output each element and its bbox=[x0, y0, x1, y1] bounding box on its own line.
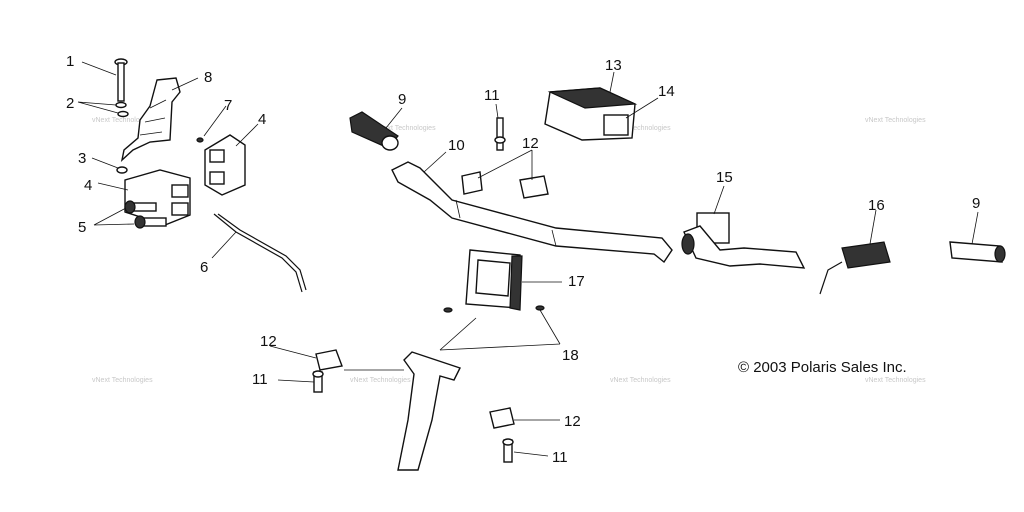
part-housing-lower bbox=[124, 169, 191, 226]
part-master-cylinder bbox=[681, 212, 806, 269]
callout-14: 14 bbox=[658, 83, 675, 100]
watermark: vNext Technologies bbox=[375, 125, 436, 132]
watermark: vNext Technologies bbox=[865, 117, 926, 124]
part-pad bbox=[544, 87, 638, 141]
callout-2: 2 bbox=[66, 95, 74, 112]
callout-12: 12 bbox=[260, 333, 277, 350]
callout-15: 15 bbox=[716, 169, 733, 186]
callout-4: 4 bbox=[258, 111, 266, 128]
part-plate bbox=[465, 249, 523, 311]
watermark: vNext Technologies bbox=[92, 117, 153, 124]
watermark: vNext Technologies bbox=[92, 377, 153, 384]
part-clamp-lower-left bbox=[315, 349, 343, 371]
callout-9: 9 bbox=[398, 91, 406, 108]
callout-5: 5 bbox=[78, 219, 86, 236]
callout-6: 6 bbox=[200, 259, 208, 276]
part-pin bbox=[114, 58, 128, 102]
callout-1: 1 bbox=[66, 53, 74, 70]
callout-12: 12 bbox=[522, 135, 539, 152]
callout-8: 8 bbox=[204, 69, 212, 86]
part-steering-post bbox=[397, 351, 461, 471]
callout-11: 11 bbox=[484, 87, 500, 104]
watermark: vNext Technologies bbox=[865, 377, 926, 384]
part-screw-lower-right bbox=[502, 438, 514, 463]
part-bolts bbox=[124, 200, 167, 229]
part-grip-right bbox=[949, 241, 1006, 263]
watermarks: vNext Technologies vNext Technologies vN… bbox=[92, 117, 926, 384]
part-clamp-upper bbox=[204, 134, 246, 196]
part-grip-heated bbox=[819, 241, 891, 295]
callout-4: 4 bbox=[84, 177, 92, 194]
part-small-screw bbox=[196, 137, 204, 143]
part-nut bbox=[116, 166, 128, 174]
callouts: 1 2 3 4 4 5 6 7 8 9 9 10 11 11 11 12 12 … bbox=[66, 53, 980, 466]
part-handlebar bbox=[391, 161, 673, 264]
callout-17: 17 bbox=[568, 273, 585, 290]
callout-11: 11 bbox=[552, 449, 568, 466]
part-clamps-upper bbox=[461, 171, 549, 199]
part-throttle-lever bbox=[120, 77, 181, 162]
part-washers bbox=[115, 101, 129, 118]
callout-3: 3 bbox=[78, 150, 86, 167]
part-screw-upper bbox=[494, 117, 506, 151]
watermark: vNext Technologies bbox=[610, 125, 671, 132]
callout-16: 16 bbox=[868, 197, 885, 214]
copyright-notice: © 2003 Polaris Sales Inc. bbox=[738, 359, 907, 376]
callout-18: 18 bbox=[562, 347, 579, 364]
part-grip-left bbox=[349, 111, 399, 151]
callout-7: 7 bbox=[224, 97, 232, 114]
part-cable bbox=[213, 213, 307, 293]
watermark: vNext Technologies bbox=[610, 377, 671, 384]
callout-12: 12 bbox=[564, 413, 581, 430]
leader-lines bbox=[77, 61, 979, 457]
callout-11: 11 bbox=[252, 371, 268, 388]
watermark: vNext Technologies bbox=[350, 377, 411, 384]
callout-13: 13 bbox=[605, 57, 622, 74]
part-clamp-lower-right bbox=[489, 407, 515, 429]
callout-10: 10 bbox=[448, 137, 465, 154]
part-screws-18 bbox=[443, 305, 545, 313]
callout-9: 9 bbox=[972, 195, 980, 212]
part-screw-lower-left bbox=[312, 370, 324, 393]
